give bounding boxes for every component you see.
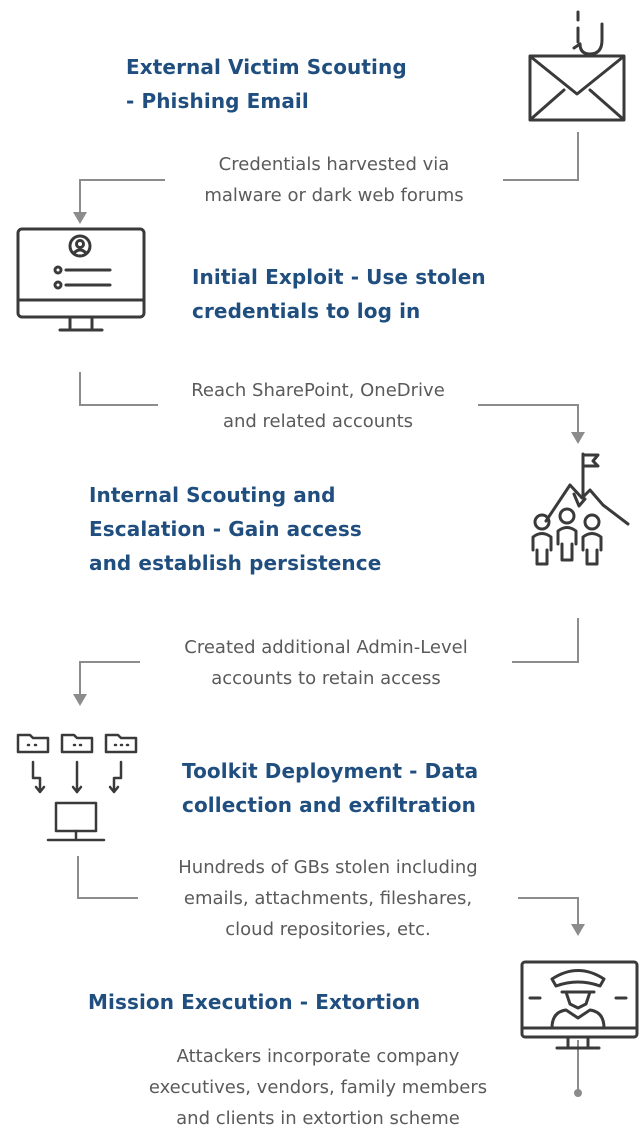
connector-3-right	[505, 618, 579, 663]
phishing-email-icon	[528, 10, 626, 122]
hacker-monitor-icon	[520, 960, 639, 1050]
team-mountain-icon	[531, 452, 630, 566]
connector-2-left	[79, 372, 165, 406]
step-3-title: Internal Scouting and Escalation - Gain …	[89, 483, 382, 575]
connector-4b-left	[77, 856, 140, 899]
data-exfiltration-icon	[16, 733, 138, 842]
end-dot	[574, 1089, 582, 1097]
step-5-note: Attackers incorporate company executives…	[108, 1041, 528, 1134]
step-3-note: Created additional Admin-Level accounts …	[140, 632, 512, 694]
step-4-note: Hundreds of GBs stolen including emails,…	[138, 852, 518, 945]
step-1-note: Credentials harvested via malware or dar…	[165, 149, 503, 211]
step-1-title: External Victim Scouting - Phishing Emai…	[126, 55, 407, 113]
step-5-title: Mission Execution - Extortion	[88, 990, 421, 1014]
connector-1-left	[79, 179, 175, 212]
arrow-head-2	[571, 432, 585, 444]
arrow-head-1	[73, 212, 87, 224]
step-2-title: Initial Exploit - Use stolen credentials…	[192, 265, 486, 323]
arrow-head-3	[73, 694, 87, 706]
connector-5-right	[515, 897, 579, 924]
step-4-title: Toolkit Deployment - Data collection and…	[182, 759, 479, 817]
connector-1-right	[490, 132, 579, 181]
arrow-head-4	[571, 924, 585, 936]
connector-2-right	[470, 404, 579, 432]
step-2-note: Reach SharePoint, OneDrive and related a…	[158, 375, 478, 437]
connector-4-left	[79, 661, 145, 694]
login-monitor-icon	[16, 227, 146, 332]
